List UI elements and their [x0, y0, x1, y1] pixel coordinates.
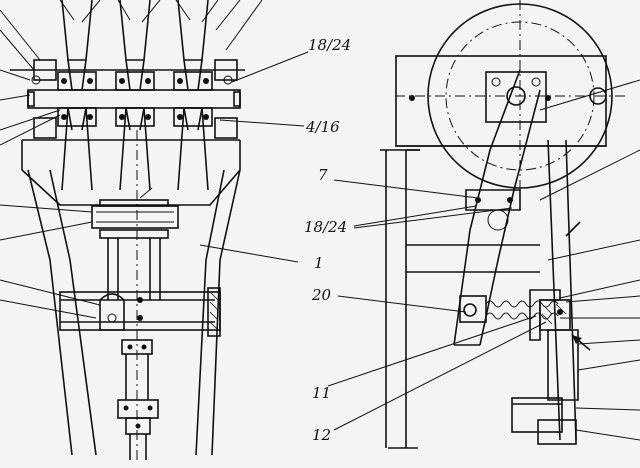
- label-11: 11: [312, 384, 331, 402]
- label-1: 1: [314, 254, 324, 272]
- label-7: 7: [318, 166, 328, 184]
- pulley-2: [115, 0, 155, 191]
- label-4-16: 4/16: [305, 118, 340, 136]
- label-18-24-mid: 18/24: [304, 218, 347, 236]
- side-view: [327, 0, 640, 449]
- front-view: [0, 0, 309, 460]
- pulley-3: [173, 0, 213, 191]
- label-12: 12: [312, 426, 331, 444]
- label-18-24-top: 18/24: [308, 36, 351, 54]
- pulley-1: [57, 0, 97, 191]
- label-20: 20: [311, 286, 332, 304]
